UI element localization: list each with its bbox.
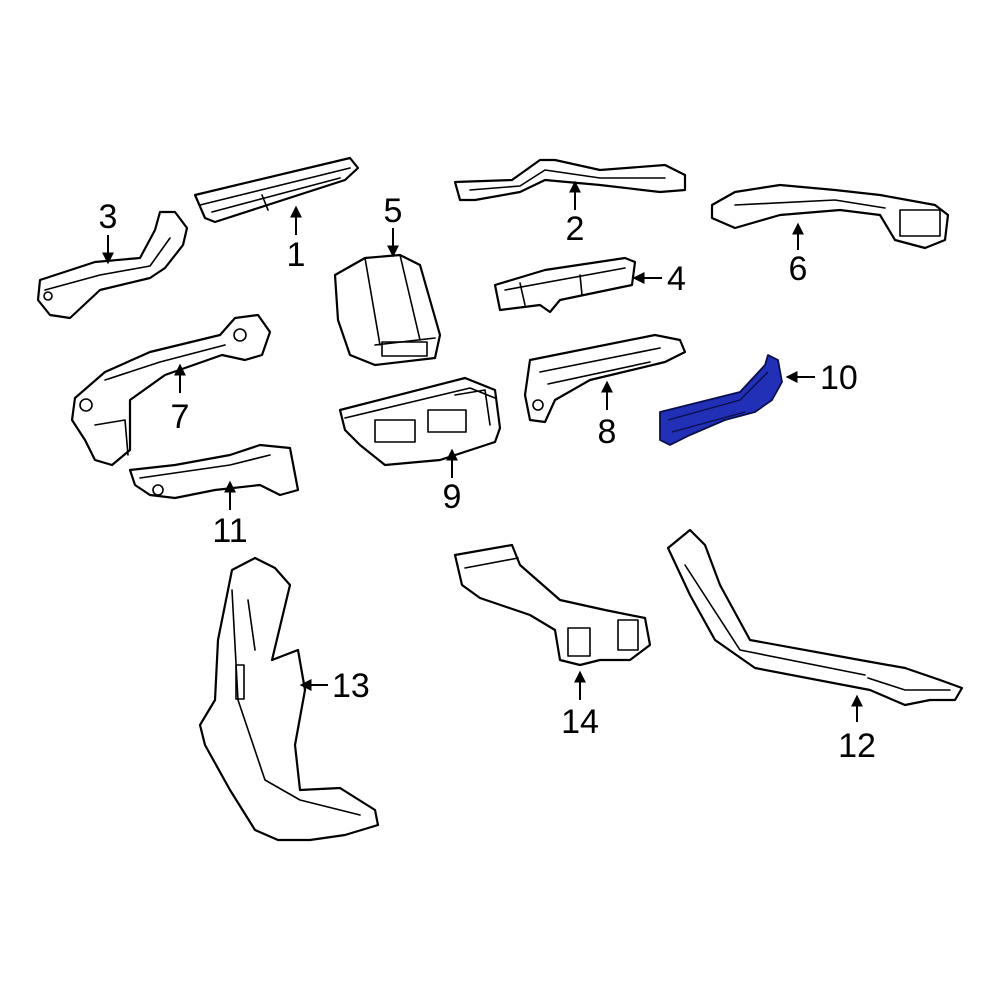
callout-11: 11	[212, 512, 247, 550]
callout-10: 10	[820, 359, 858, 397]
part-8-duct[interactable]	[523, 333, 687, 424]
part-6-duct[interactable]	[710, 183, 950, 250]
callout-6: 6	[789, 250, 808, 288]
callout-9: 9	[443, 478, 462, 516]
callout-4: 4	[667, 260, 686, 298]
callout-8: 8	[598, 413, 617, 451]
part-10-duct-highlighted[interactable]	[659, 354, 783, 446]
callout-labels: 1 2 3 4 5 6 7 8 9 10 11 12 13 14	[99, 192, 876, 765]
part-13-duct[interactable]	[198, 556, 380, 842]
callout-12: 12	[838, 727, 876, 765]
part-2-duct[interactable]	[453, 158, 687, 202]
callout-5: 5	[384, 192, 403, 230]
part-3-duct[interactable]	[36, 210, 189, 320]
part-12-duct[interactable]	[666, 528, 964, 707]
part-1-duct[interactable]	[193, 156, 360, 224]
part-4-duct[interactable]	[493, 256, 637, 314]
callout-1: 1	[287, 236, 306, 274]
callout-7: 7	[171, 398, 190, 436]
part-5-duct[interactable]	[333, 253, 442, 367]
callout-14: 14	[561, 703, 599, 741]
callout-2: 2	[566, 210, 585, 248]
callout-arrows	[102, 180, 863, 722]
part-7-duct[interactable]	[70, 313, 272, 467]
callout-13: 13	[332, 667, 370, 705]
part-11-duct[interactable]	[128, 443, 300, 500]
part-9-duct[interactable]	[338, 376, 502, 467]
callout-3: 3	[99, 198, 118, 236]
part-14-duct[interactable]	[453, 543, 652, 667]
